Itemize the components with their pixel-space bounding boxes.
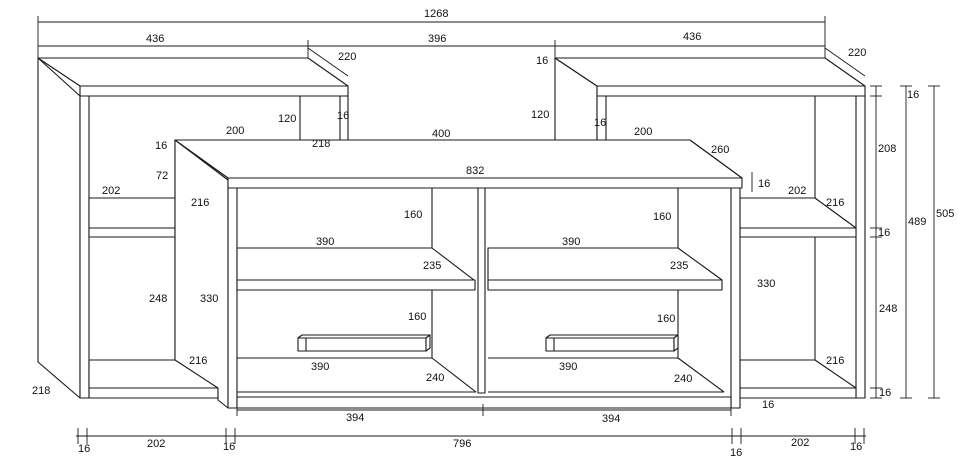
label-left-bottom-depth: 216 [189,355,207,367]
label-door-left-width: 394 [346,412,364,424]
label-right-height-208: 208 [878,143,896,155]
label-right-bottom-thickness: 16 [879,387,891,399]
main-cabinet [174,139,743,409]
upper-right-box [554,57,866,198]
label-inner-bottom-depth-right: 240 [674,373,692,385]
label-inner-bottom-depth-left: 240 [426,372,444,384]
right-unit-bottom-edge [739,387,857,399]
label-bottom-left-partition: 16 [223,441,235,453]
label-inner-shelf-depth-left: 235 [423,260,441,272]
label-right-bottom-depth: 216 [826,355,844,367]
label-inner-top-height-right: 160 [653,211,671,223]
label-middle-gap: 400 [432,128,450,140]
label-upper-right-height: 120 [531,109,549,121]
label-right-unit-depth: 220 [848,47,866,59]
label-upper-right-thickness: 16 [594,117,606,129]
label-right-unit-width: 436 [683,31,701,43]
label-right-shelf-thickness: 16 [878,227,890,239]
label-upper-right-top-thickness: 16 [536,55,548,67]
label-right-shelf-width: 202 [788,185,806,197]
label-door-right-width: 394 [602,413,620,425]
label-bottom-right-opening: 202 [791,437,809,449]
dimension-labels: 1268 436 396 436 220 220 16 120 16 120 1… [32,8,954,459]
cabinet-top-front-edge [227,177,743,189]
left-unit-side-panel [37,57,81,399]
label-cabinet-top-thickness: 16 [758,178,770,190]
right-unit [739,95,866,399]
label-inner-shelf-depth-right: 235 [670,260,688,272]
label-inner-bottom-width-left: 390 [311,361,329,373]
label-cabinet-bottom-thickness: 16 [762,399,774,411]
cabinet-top-panel [174,139,743,179]
label-left-side-height: 330 [200,293,218,305]
dimension-lines [37,16,940,444]
label-right-side-height: 330 [757,278,775,290]
label-inner-top-height-left: 160 [404,209,422,221]
label-bottom-right-partition: 16 [730,447,742,459]
label-right-total-489: 489 [908,216,926,228]
label-upper-left-inner-width: 200 [226,125,244,137]
label-bottom-left-opening: 202 [147,438,165,450]
cabinet-bottom-edge [236,396,732,409]
label-inner-lower-height-left: 160 [408,311,426,323]
cabinet-center-divider [477,187,486,394]
label-left-shelf-depth: 216 [191,197,209,209]
label-cabinet-width: 832 [466,165,484,177]
label-bottom-center-opening: 796 [453,438,471,450]
label-middle-width: 396 [428,33,446,45]
label-left-shelf-width: 202 [102,185,120,197]
upper-right-top-front-edge [596,85,866,97]
label-cabinet-left-top-thickness: 16 [155,140,167,152]
label-left-unit-depth: 220 [338,51,356,63]
label-left-side-depth: 218 [32,385,50,397]
label-right-total-505: 505 [936,208,954,220]
label-right-shelf-depth: 216 [826,197,844,209]
right-unit-side-panel [855,95,866,399]
label-left-lower-height: 248 [149,293,167,305]
label-right-top-thickness: 16 [907,89,919,101]
label-cabinet-depth: 260 [711,144,729,156]
left-unit-front-stile [79,95,90,399]
left-compartment-shelf-edge [236,279,476,291]
right-compartment-shelf-edge [487,279,723,291]
cabinet-left-front-stile [227,187,238,409]
label-inner-shelf-width-left: 390 [316,236,334,248]
label-inner-shelf-width-right: 390 [562,236,580,248]
label-upper-right-inner-width: 200 [634,126,652,138]
label-left-unit-width: 436 [146,33,164,45]
label-inner-lower-height-right: 160 [657,313,675,325]
right-unit-shelf-edge [739,227,857,238]
cabinet-right-front-stile [730,187,741,409]
left-unit-top-panel [37,57,349,87]
left-unit-bottom-edge [88,387,219,399]
left-unit-top-front-edge [79,85,349,97]
label-upper-left-height: 120 [278,113,296,125]
upper-right-top-panel [554,57,866,87]
label-bottom-left-side: 16 [78,443,90,455]
label-upper-left-inner-depth: 218 [312,138,330,150]
label-left-top-gap: 72 [156,170,168,182]
label-overall-width: 1268 [424,8,448,20]
label-right-lower-248: 248 [879,303,897,315]
left-door-handle-icon [297,334,431,352]
label-bottom-right-side: 16 [850,441,862,453]
label-inner-bottom-width-right: 390 [559,361,577,373]
right-door-handle-icon [545,334,679,352]
label-upper-left-thickness: 16 [337,110,349,122]
